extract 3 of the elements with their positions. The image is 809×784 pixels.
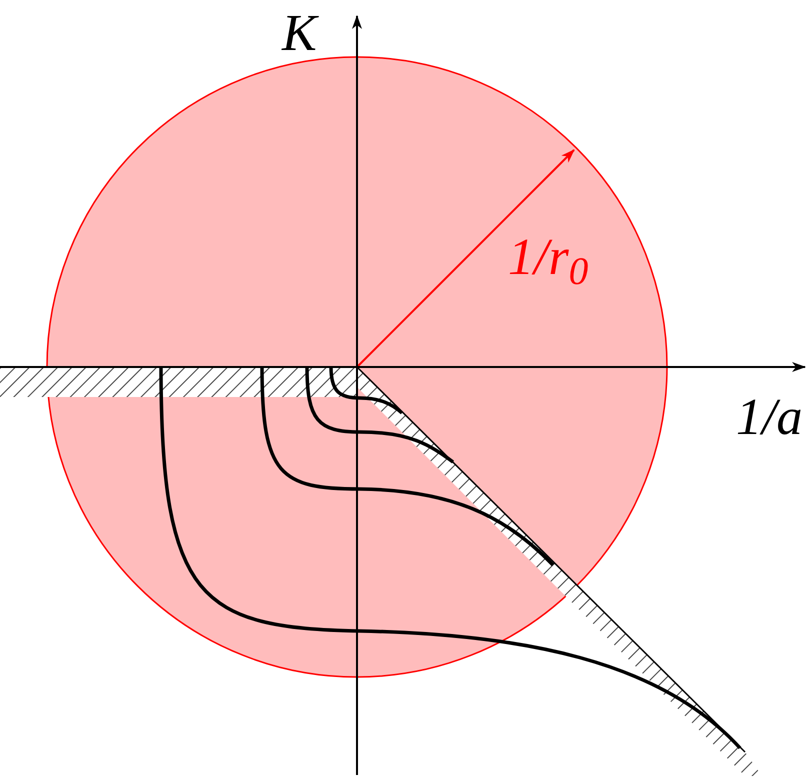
axis-label: 1/r$_{0}$ xyxy=(508,232,588,284)
axis-label: K xyxy=(282,8,317,60)
axis-label: 1/a xyxy=(736,392,802,444)
